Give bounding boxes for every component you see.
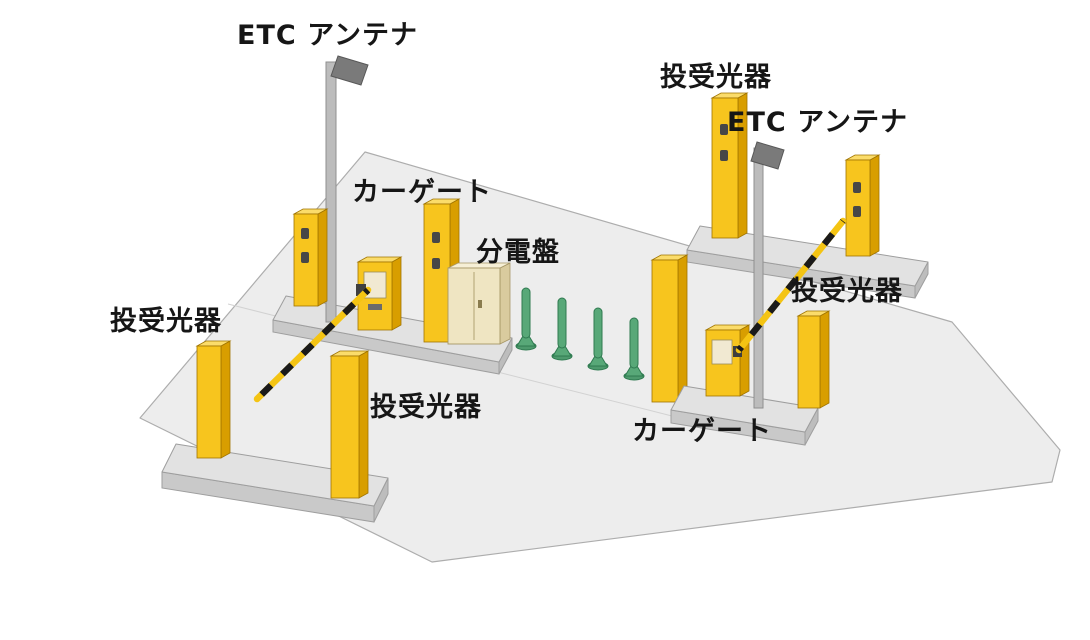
label-sensor-bottom-left: 投受光器 bbox=[370, 392, 482, 423]
label-sensor-mid-right: 投受光器 bbox=[791, 276, 903, 307]
label-distribution-board: 分電盤 bbox=[476, 237, 560, 268]
sensor-window bbox=[432, 258, 440, 269]
bollard bbox=[515, 287, 537, 351]
sensor-post-bottom-left-b bbox=[329, 350, 370, 499]
etc-antenna-head-left bbox=[330, 55, 369, 86]
sensor-window bbox=[720, 150, 728, 161]
sensor-window bbox=[853, 206, 861, 217]
sensor-post-bottom-left-a bbox=[195, 340, 232, 459]
sensor-post-left-island bbox=[292, 208, 329, 307]
barrier-arm-left bbox=[253, 286, 372, 403]
bollard bbox=[587, 307, 609, 371]
label-sensor-top-right: 投受光器 bbox=[660, 62, 772, 93]
label-etc-antenna-right: ETC アンテナ bbox=[727, 107, 908, 138]
sensor-window bbox=[853, 182, 861, 193]
sensor-post-top-right-a bbox=[710, 92, 749, 239]
sensor-window bbox=[301, 252, 309, 263]
label-car-gate-left: カーゲート bbox=[352, 177, 492, 208]
bollard bbox=[551, 297, 573, 361]
etc-antenna-pole-right bbox=[750, 141, 785, 409]
distribution-board-box bbox=[447, 262, 511, 345]
label-sensor-left: 投受光器 bbox=[110, 306, 222, 337]
sensor-post-top-right-b bbox=[844, 154, 881, 257]
sensor-post-right bbox=[796, 310, 831, 409]
gate-slot bbox=[368, 304, 382, 310]
barrier-arm-right bbox=[735, 217, 847, 354]
bollard bbox=[623, 317, 645, 381]
sensor-window bbox=[432, 232, 440, 243]
board-handle bbox=[478, 300, 482, 308]
etc-antenna-head-right bbox=[750, 141, 785, 170]
bollard-row bbox=[515, 287, 645, 381]
gate-panel bbox=[711, 339, 733, 365]
label-etc-antenna-left: ETC アンテナ bbox=[237, 20, 418, 51]
sensor-window bbox=[720, 124, 728, 135]
label-car-gate-right: カーゲート bbox=[632, 416, 772, 447]
barrier-pivot bbox=[356, 284, 366, 296]
island-right-gate bbox=[670, 385, 819, 446]
car-gate-machine-right bbox=[704, 324, 751, 397]
sensor-post-center-right bbox=[650, 254, 689, 403]
sensor-window bbox=[301, 228, 309, 239]
